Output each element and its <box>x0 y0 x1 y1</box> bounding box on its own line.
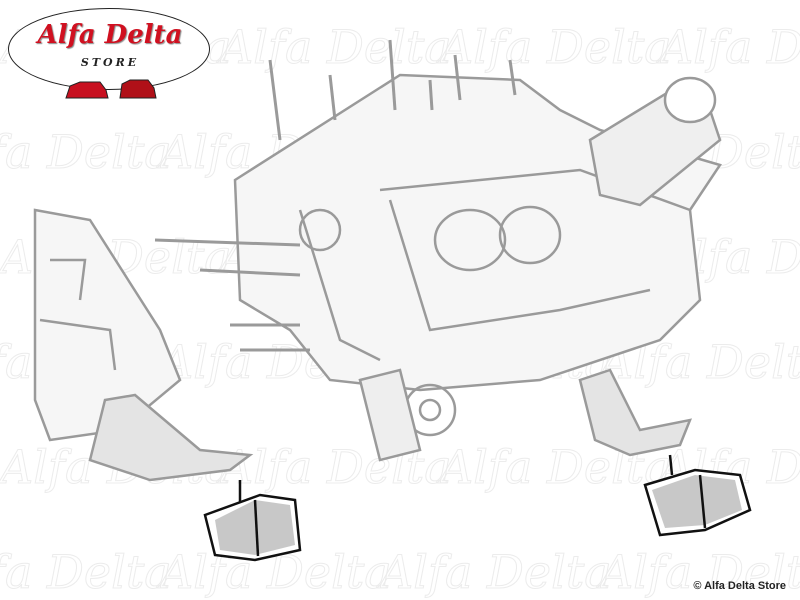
engine-block-drawing <box>33 39 722 482</box>
watermark-text: Alfa Delta <box>440 20 673 75</box>
watermark-text: Alfa Delta <box>220 20 453 75</box>
logo-oval <box>8 8 210 90</box>
watermark-text: Alfa Delta <box>0 545 172 600</box>
watermark-text: Alfa Delta <box>380 545 613 600</box>
copyright-text: © Alfa Delta Store <box>693 580 786 592</box>
engine-mount-right <box>643 454 752 537</box>
watermark-text: Alfa Delta <box>0 125 172 180</box>
watermark-text: Alfa Delta <box>660 20 800 75</box>
logo-cars-icon <box>65 79 157 99</box>
engine-mount-left <box>203 480 302 562</box>
logo-title: Alfa Delta <box>37 20 183 50</box>
store-logo[interactable]: Alfa Delta STORE <box>8 8 212 100</box>
watermark-text: Alfa Delta <box>600 545 800 600</box>
logo-subtitle: STORE <box>80 56 140 69</box>
